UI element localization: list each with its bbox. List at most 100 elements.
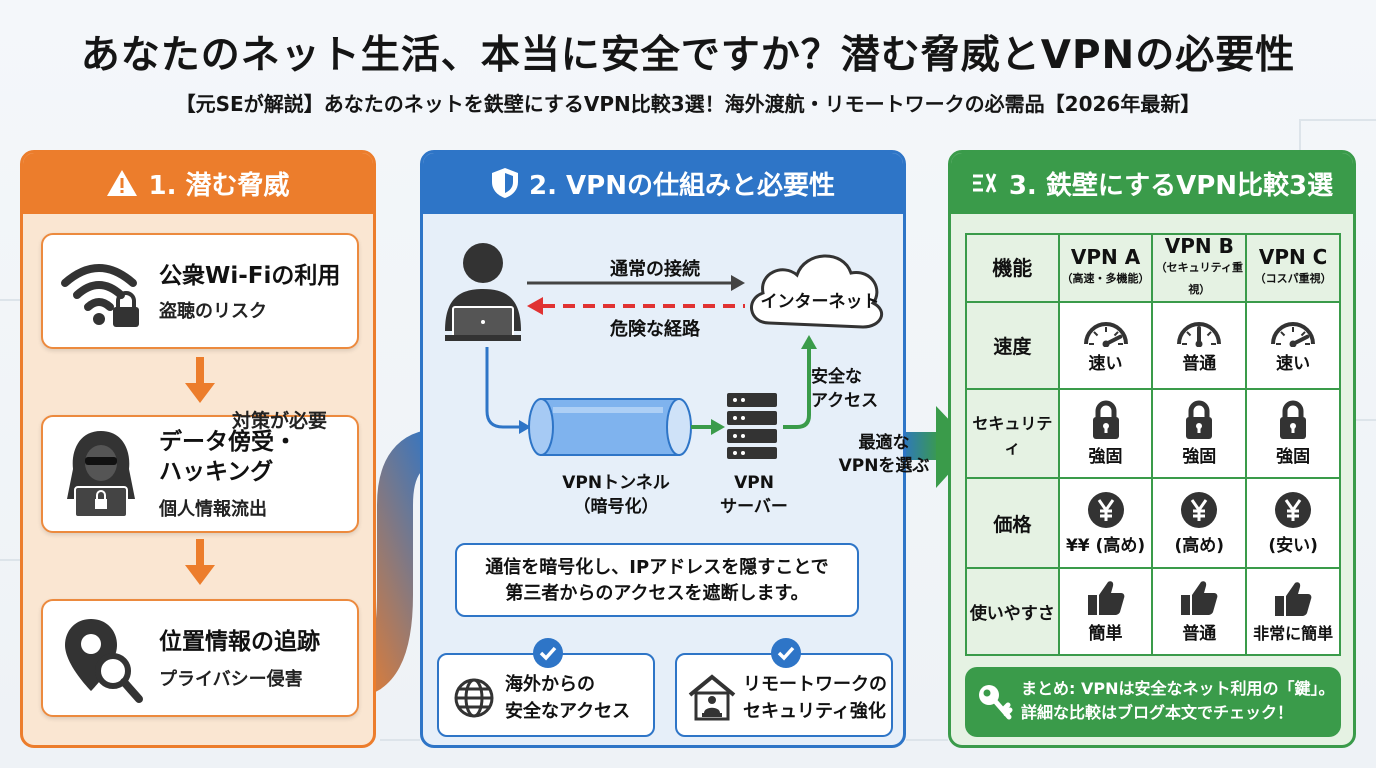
speedometer-icon [1177,322,1222,347]
speed-cell: 速い [1057,301,1154,390]
vpn-column-header: VPN A（高速・多機能） [1057,233,1154,303]
info-line: 第三者からのアクセスを遮断します。 [505,583,809,604]
feature-cell: 速度 [965,301,1060,390]
cell-value: (安い) [1268,535,1318,556]
down-arrow [185,539,215,585]
threat-title: 公衆Wi-Fiの利用 [159,263,341,289]
thumbs-up-icon [1087,581,1124,615]
thumbs-up-icon [1181,581,1218,615]
summary-line: まとめ: VPNは安全なネット利用の「鍵」。 [1021,679,1335,698]
comparison-panel-title: 3. 鉄壁にするVPN比較3選 [1008,170,1334,201]
benefit-overseas-card: 海外からの 安全なアクセス [437,638,655,737]
threat-card-location: 位置情報の追跡 プライバシー侵害 [41,599,359,717]
tunnel-label-line: VPNトンネル [562,473,670,493]
speedometer-icon [1271,322,1316,347]
cell-value: 非常に簡単 [1253,623,1334,643]
table-row: セキュリティ 強固 強固 強固 [965,388,1341,479]
cell-value: 強固 [1276,447,1311,467]
benefit-line: 安全なアクセス [505,701,631,722]
vpn-comparison-table: 機能 VPN A（高速・多機能） VPN B（セキュリティ重視） VPN C（コ… [965,233,1341,656]
safe-access-line: アクセス [811,391,879,411]
cell-value: 速い [1276,354,1311,374]
benefit-text: 海外からの 安全なアクセス [505,671,630,725]
cell-value: 普通 [1182,624,1217,644]
info-line: 通信を暗号化し、IPアドレスを隠すことで [485,557,829,578]
globe-icon [454,678,494,718]
vpn-panel-title: 2. VPNの仕組みと必要性 [529,170,835,201]
warning-icon [107,170,138,196]
tunnel-label-line: （暗号化） [573,497,659,517]
yen-icon [1181,491,1218,528]
cell-value: 普通 [1182,354,1217,374]
tunnel-label: VPNトンネル （暗号化） [531,471,701,519]
cell-value: ¥¥ (高め) [1065,535,1146,556]
normal-connection-label: 通常の接続 [610,259,700,280]
cell-value: 強固 [1182,447,1217,467]
hacker-icon [67,431,135,518]
server-label-line: VPN [734,473,774,493]
security-cell: 強固 [1245,388,1341,479]
table-row: 価格 ¥¥ (高め) (高め) (安い) [965,477,1341,569]
speed-cell: 普通 [1151,301,1248,390]
choose-vpn-note: 最適な VPNを選ぶ [830,432,938,478]
internet-cloud-icon [750,254,884,329]
vpn-diagram [445,243,884,459]
feature-cell: セキュリティ [965,388,1060,479]
danger-route-label: 危険な経路 [610,319,700,340]
vpn-name: VPN C [1258,245,1328,269]
table-row: 使いやすさ 簡単 普通 非常に簡単 [965,567,1341,656]
vpn-tunnel-icon [528,398,692,456]
summary-banner: まとめ: VPNは安全なネット利用の「鍵」。 詳細な比較はブログ本文でチェック！ [965,667,1341,737]
vpn-column-header: VPN B （セキュリティ重視） [1151,233,1248,303]
key-icon [979,685,1013,720]
vpn-panel-header: 2. VPNの仕組みと必要性 [423,153,903,214]
internet-label: インターネット [760,292,880,312]
safe-access-label: 安全な アクセス [811,365,901,413]
security-cell: 強固 [1057,388,1154,479]
compare-icon [972,173,997,193]
choose-vpn-line: 最適な [858,433,910,453]
usability-cell: 簡単 [1057,567,1154,656]
threat-title: データ傍受・ [159,429,297,455]
vpn-note: （高速・多機能） [1061,272,1150,285]
cell-value: 強固 [1088,447,1123,467]
down-arrow [185,357,215,403]
location-search-icon [65,619,143,703]
lock-icon [1092,400,1119,439]
home-work-icon [688,674,736,721]
threat-card-wifi: 公衆Wi-Fiの利用 盗聴のリスク [41,233,359,349]
vpn-comparison-panel: 3. 鉄壁にするVPN比較3選 機能 VPN A（高速・多機能） VPN B（セ… [948,150,1356,748]
page-subtitle: 【元SEが解説】あなたのネットを鉄壁にするVPN比較3選！海外渡航・リモートワー… [175,92,1201,116]
threat-title-line2: ハッキング [159,459,274,485]
server-label: VPN サーバー [699,471,809,519]
threat-subtitle: 個人情報流出 [159,499,267,520]
wifi-lock-icon [61,264,139,327]
vpn-column-header: VPN C （コスパ重視） [1245,233,1341,303]
benefit-text: リモートワークの セキュリティ強化 [743,671,887,725]
yen-icon [1275,491,1312,528]
usability-cell: 普通 [1151,567,1248,656]
cell-value: 簡単 [1088,624,1123,644]
cell-value: (高め) [1174,535,1225,556]
usability-cell: 非常に簡単 [1245,567,1341,656]
vpn-note: （セキュリティ重視） [1155,261,1243,296]
benefit-line: セキュリティ強化 [743,701,886,722]
vpn-server-icon [727,393,777,459]
vpn-name: VPN B [1164,234,1234,258]
threats-panel-header: 1. 潜む脅威 [23,153,373,214]
speed-cell: 速い [1245,301,1341,390]
safe-access-line: 安全な [811,367,862,387]
lock-icon [1280,400,1307,439]
page-title: あなたのネット生活、本当に安全ですか？潜む脅威とVPNの必要性 [80,33,1296,78]
threats-panel: 1. 潜む脅威 公衆Wi-Fiの利用 盗聴のリスク データ傍受・ ハッキング 個… [20,150,376,748]
speedometer-icon [1083,322,1128,347]
check-icon [771,638,801,668]
benefit-line: リモートワークの [743,674,887,695]
feature-cell: 価格 [965,477,1060,569]
threat-title: 位置情報の追跡 [159,629,320,655]
price-cell: (高め) [1151,477,1248,569]
vpn-note: （コスパ重視） [1254,272,1332,285]
feature-cell: 使いやすさ [965,567,1060,656]
vpn-mechanism-panel: 2. VPNの仕組みと必要性 [420,150,906,748]
server-label-line: サーバー [720,497,788,517]
